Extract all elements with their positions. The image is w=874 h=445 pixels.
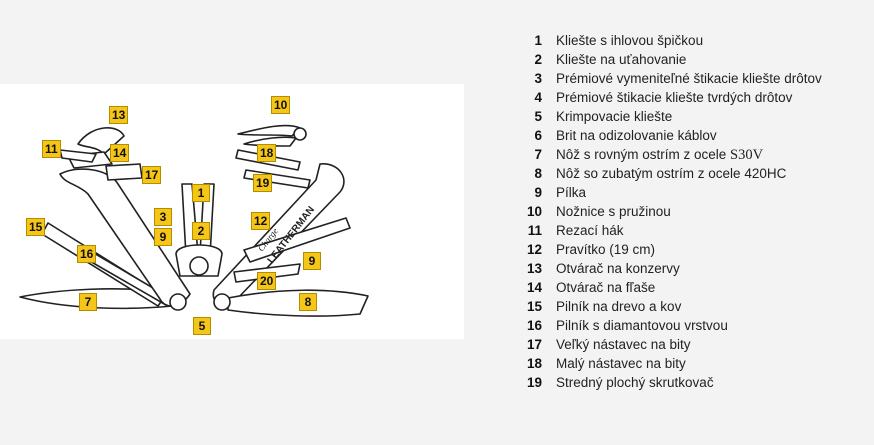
legend-number: 1: [534, 33, 542, 48]
legend-item: 12 Pravítko (19 cm): [522, 240, 822, 259]
large-bit-driver: [105, 163, 143, 181]
legend-number: 15: [526, 299, 542, 314]
multitool-diagram: LEATHERMAN Charge 13 11 14 17 1 3 2 9 15…: [0, 84, 464, 339]
legend-item: 13 Otvárač na konzervy: [522, 259, 822, 278]
legend-label: Veľký nástavec na bity: [556, 337, 691, 352]
right-pivot: [213, 293, 231, 311]
multitool-drawing: LEATHERMAN Charge: [19, 124, 369, 317]
callout-20: 20: [257, 272, 277, 290]
legend-number: 14: [526, 280, 542, 295]
callout-19: 19: [253, 174, 273, 192]
legend-label: Rezací hák: [556, 223, 624, 238]
legend-number: 6: [534, 128, 542, 143]
callout-15: 15: [26, 218, 46, 236]
legend-label: Pravítko (19 cm): [556, 242, 656, 257]
callout-11: 11: [42, 140, 61, 158]
legend-label: Nožnice s pružinou: [556, 204, 671, 219]
callout-8: 8: [299, 293, 317, 311]
legend-item: 4 Prémiové štikacie kliešte tvrdých drôto…: [522, 88, 822, 107]
center-pivot: [189, 256, 209, 276]
legend-item: 7 Nôž s rovným ostrím z ocele S30V: [522, 145, 822, 164]
legend-item: 9 Pílka: [522, 183, 822, 202]
cutting-hook-tool: [59, 149, 97, 163]
legend-item: 8 Nôž so zubatým ostrím z ocele 420HC: [522, 164, 822, 183]
legend-number: 12: [526, 242, 542, 257]
legend-label: Prémiové štikacie kliešte tvrdých drôtov: [556, 90, 793, 105]
legend-number: 9: [534, 185, 542, 200]
serrated-knife-blade: [227, 289, 369, 317]
legend-item: 1 Kliešte s ihlovou špičkou: [522, 31, 822, 50]
legend-number: 4: [534, 90, 542, 105]
legend-item: 19 Stredný plochý skrutkovač: [522, 373, 822, 392]
legend-item: 17 Veľký nástavec na bity: [522, 335, 822, 354]
legend-number: 7: [534, 147, 542, 162]
legend-number: 5: [534, 109, 542, 124]
legend-label: Krimpovacie kliešte: [556, 109, 673, 124]
legend-item: 15 Pilník na drevo a kov: [522, 297, 822, 316]
legend-item: 14 Otvárač na fľaše: [522, 278, 822, 297]
callout-9b: 9: [303, 252, 321, 270]
callout-2: 2: [192, 222, 210, 240]
legend-label: Pilník s diamantovou vrstvou: [556, 318, 728, 333]
legend-label: Pilník na drevo a kov: [556, 299, 682, 314]
scissors-pivot: [293, 127, 307, 141]
legend-number: 18: [526, 356, 542, 371]
legend-item: 18 Malý nástavec na bity: [522, 354, 822, 373]
legend-label: Otvárač na fľaše: [556, 280, 656, 295]
legend-number: 2: [534, 52, 542, 67]
legend-item: 2 Kliešte na uťahovanie: [522, 50, 822, 69]
callout-9: 9: [154, 228, 172, 246]
tool-legend: 1 Kliešte s ihlovou špičkou 2 Kliešte na u…: [522, 31, 822, 392]
legend-label: Nôž s rovným ostrím z ocele: [556, 147, 731, 162]
legend-item: 5 Krimpovacie kliešte: [522, 107, 822, 126]
legend-number: 16: [526, 318, 542, 333]
legend-label: Stredný plochý skrutkovač: [556, 375, 714, 390]
callout-18: 18: [257, 144, 277, 162]
legend-number: 13: [526, 261, 542, 276]
legend-number: 17: [526, 337, 542, 352]
callout-14: 14: [110, 144, 130, 162]
legend-number: 10: [526, 204, 542, 219]
callout-1: 1: [192, 184, 210, 202]
legend-label: Prémiové vymeniteľné štikacie kliešte dr…: [556, 71, 822, 86]
left-pivot: [169, 293, 187, 311]
callout-10: 10: [271, 96, 291, 114]
legend-label: Kliešte s ihlovou špičkou: [556, 33, 704, 48]
callout-3: 3: [154, 208, 172, 226]
legend-number: 3: [534, 71, 542, 86]
legend-label: Pílka: [556, 185, 587, 200]
legend-number: 11: [527, 223, 542, 238]
legend-item: 3 Prémiové vymeniteľné štikacie kliešte d…: [522, 69, 822, 88]
legend-label: Kliešte na uťahovanie: [556, 52, 687, 67]
legend-number: 8: [534, 166, 542, 181]
callout-5: 5: [193, 317, 211, 335]
legend-label-steel-grade: S30V: [730, 147, 764, 163]
callout-17: 17: [142, 166, 162, 184]
legend-item: 10 Nožnice s pružinou: [522, 202, 822, 221]
legend-label: Nôž so zubatým ostrím z ocele 420HC: [556, 166, 787, 181]
scissors-tool: [237, 124, 301, 137]
legend-label: Otvárač na konzervy: [556, 261, 680, 276]
legend-number: 19: [526, 375, 542, 390]
legend-item: 6 Brit na odizolovanie káblov: [522, 126, 822, 145]
legend-item: 16 Pilník s diamantovou vrstvou: [522, 316, 822, 335]
callout-16: 16: [77, 245, 97, 263]
legend-item: 11 Rezací hák: [522, 221, 822, 240]
callout-12: 12: [251, 212, 271, 230]
legend-label: Malý nástavec na bity: [556, 356, 686, 371]
legend-label: Brit na odizolovanie káblov: [556, 128, 717, 143]
callout-13: 13: [109, 106, 129, 124]
saw-blade: [243, 217, 351, 263]
callout-7: 7: [79, 293, 97, 311]
